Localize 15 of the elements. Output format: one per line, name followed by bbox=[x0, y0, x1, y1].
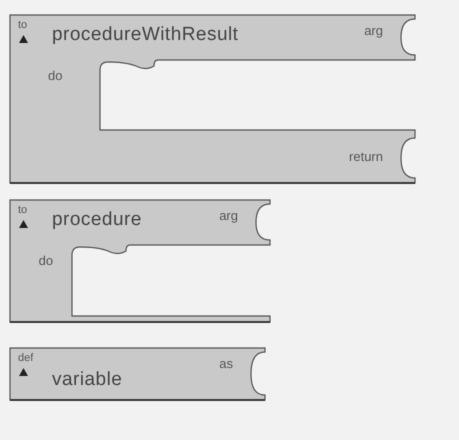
code-block bbox=[10, 15, 415, 183]
slot-label: do bbox=[38, 254, 54, 267]
keyword-label: def bbox=[18, 353, 34, 364]
socket-label: return bbox=[349, 150, 383, 163]
socket-label: as bbox=[219, 357, 233, 370]
code-block bbox=[10, 348, 265, 400]
code-block bbox=[10, 200, 270, 322]
block-name: variable bbox=[52, 370, 122, 389]
slot-label: do bbox=[48, 69, 62, 82]
socket-label: arg bbox=[364, 24, 383, 37]
keyword-label: to bbox=[18, 205, 28, 216]
socket-label: arg bbox=[219, 209, 238, 222]
block-name: procedureWithResult bbox=[52, 25, 238, 44]
block-name: procedure bbox=[52, 210, 142, 229]
keyword-label: to bbox=[18, 20, 28, 31]
